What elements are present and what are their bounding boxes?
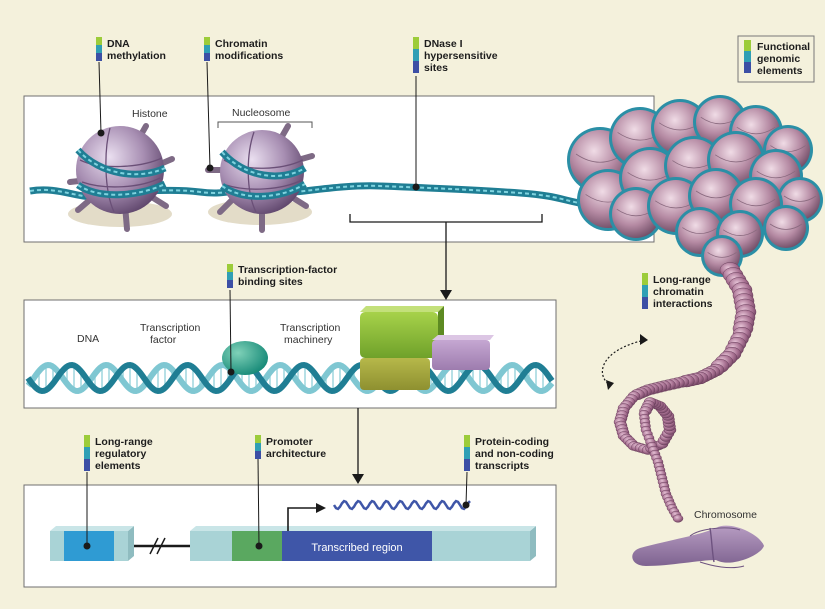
gene-structure bbox=[50, 526, 536, 561]
color-key-dnase bbox=[413, 37, 419, 73]
chromosome bbox=[632, 525, 764, 569]
color-key-long-range-interactions bbox=[642, 273, 648, 309]
histone-octamer bbox=[67, 123, 175, 232]
interaction-arc bbox=[601, 339, 646, 386]
interaction-arrow-top bbox=[640, 334, 648, 345]
legend-box bbox=[737, 35, 815, 83]
callout-lines bbox=[86, 61, 468, 547]
label-chromosome: Chromosome bbox=[694, 509, 757, 521]
color-key-protein-coding bbox=[464, 435, 470, 471]
color-key-promoter bbox=[255, 435, 261, 459]
color-key-legend bbox=[744, 40, 751, 73]
compacted-chromatin bbox=[567, 95, 823, 277]
transcript-wave bbox=[332, 499, 471, 511]
nucleosome-bracket bbox=[217, 121, 313, 128]
transcription-machinery-complex bbox=[360, 306, 494, 390]
arrow-1-head bbox=[440, 290, 452, 300]
callout-dots bbox=[83, 129, 470, 550]
color-key-tf-binding bbox=[227, 264, 233, 288]
label-histone: Histone bbox=[132, 108, 168, 120]
chromatin-fiber bbox=[613, 262, 757, 523]
transcription-factor-blob bbox=[222, 341, 268, 375]
tss-arrow-head bbox=[316, 503, 326, 513]
color-key-dna-methylation bbox=[96, 37, 102, 61]
label-dna: DNA bbox=[77, 333, 99, 345]
tss-arrow bbox=[287, 507, 318, 531]
label-nucleosome: Nucleosome bbox=[232, 107, 291, 119]
interaction-arrow-bottom bbox=[606, 380, 614, 390]
arrow-2-head bbox=[352, 474, 364, 484]
color-key-chromatin-modifications bbox=[204, 37, 210, 61]
nucleosome bbox=[205, 123, 315, 233]
label-transcribed-region: Transcribed region bbox=[311, 542, 402, 554]
color-key-long-range-regulatory bbox=[84, 435, 90, 471]
